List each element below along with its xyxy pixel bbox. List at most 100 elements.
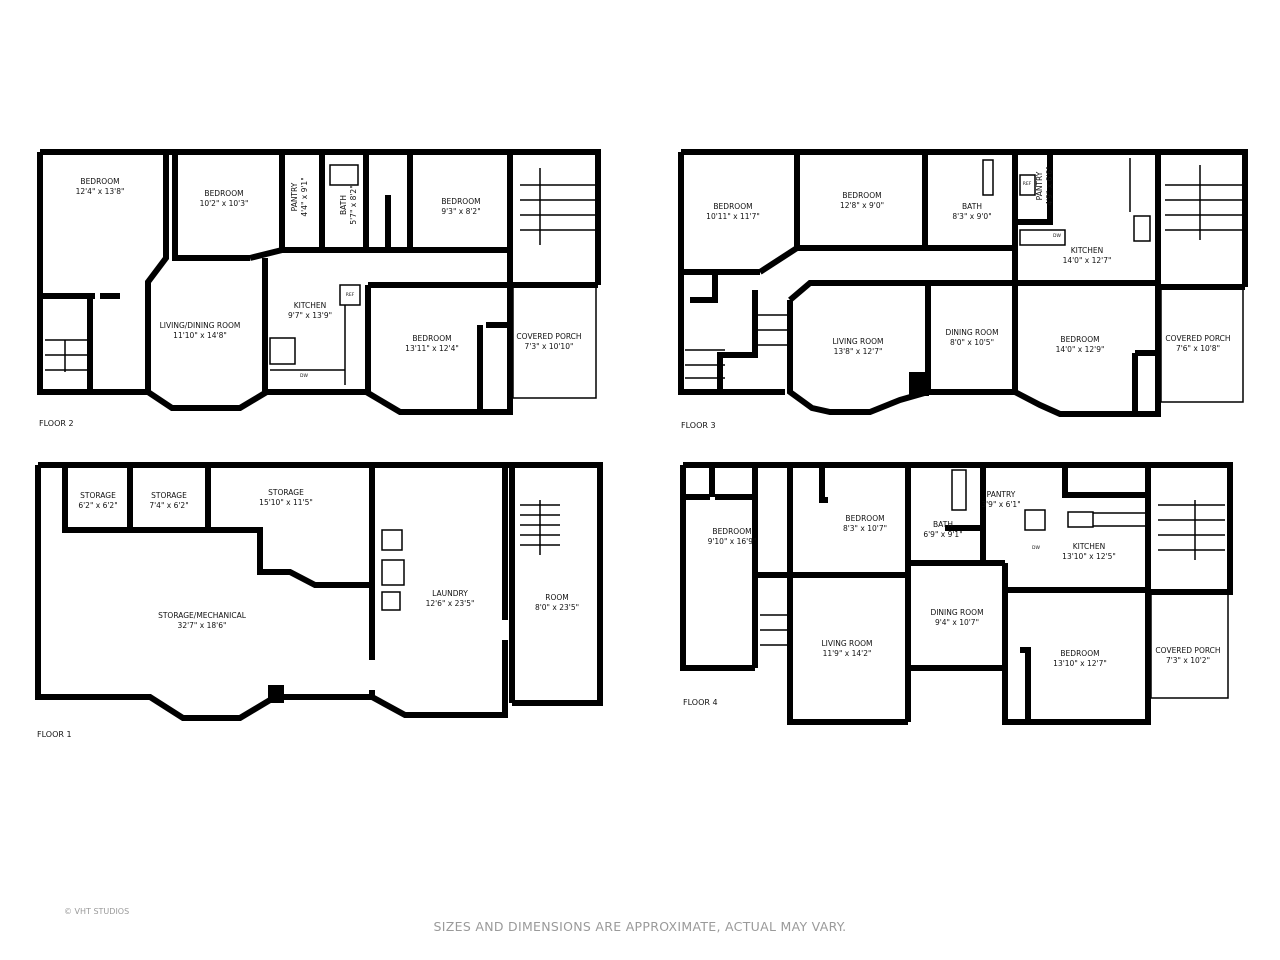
copyright-credit: © VHT STUDIOS [64, 907, 130, 916]
room-name: KITCHEN [1070, 246, 1104, 255]
room-name: BEDROOM [713, 202, 753, 211]
room-dimensions: 13'10" x 12'7" [1053, 659, 1107, 668]
room-name: BATH [339, 195, 348, 215]
room-name: STORAGE/MECHANICAL [158, 611, 246, 620]
dishwasher-label: DW [1053, 234, 1061, 239]
room-dimensions: 9'10" x 16'9" [707, 537, 757, 546]
floor-3-thin [685, 158, 1244, 403]
room-name: COVERED PORCH [516, 332, 582, 341]
room-dimensions: 7'6" x 10'8" [1175, 344, 1221, 353]
room-dimensions: 4'9" x 6'6" [1045, 166, 1054, 206]
room-dimensions: 12'4" x 13'8" [75, 187, 125, 196]
room-name: KITCHEN [1072, 542, 1106, 551]
dishwasher-label: DW [1032, 546, 1040, 551]
room-dimensions: 5'7" x 8'2" [349, 185, 358, 225]
floor-3-label: FLOOR 3 [681, 421, 716, 430]
room-dimensions: 14'0" x 12'7" [1062, 256, 1112, 265]
floor-2-thin [45, 164, 597, 399]
refrigerator-label: REF [1022, 182, 1032, 187]
floor-3-walls [678, 149, 1248, 417]
floor-1-label: FLOOR 1 [37, 730, 72, 739]
room-dimensions: 6'2" x 6'2" [78, 501, 118, 510]
room-dimensions: 8'0" x 10'5" [949, 338, 995, 347]
room-dimensions: 8'0" x 23'5" [534, 603, 580, 612]
room-name: BEDROOM [712, 527, 752, 536]
room-name: BEDROOM [412, 334, 452, 343]
room-name: COVERED PORCH [1155, 646, 1221, 655]
floor-1-walls [35, 462, 603, 721]
room-dimensions: 9'7" x 13'9" [287, 311, 333, 320]
room-dimensions: 7'4" x 6'2" [149, 501, 189, 510]
room-name: BEDROOM [1060, 335, 1100, 344]
room-name: LAUNDRY [432, 589, 468, 598]
room-name: STORAGE [80, 491, 116, 500]
room-name: DINING ROOM [945, 328, 999, 337]
room-name: ROOM [545, 593, 569, 602]
disclaimer-text: SIZES AND DIMENSIONS ARE APPROXIMATE, AC… [433, 919, 847, 934]
room-name: LIVING/DINING ROOM [159, 321, 241, 330]
room-dimensions: 4'4" x 9'1" [300, 177, 309, 217]
room-name: PANTRY [1035, 171, 1044, 201]
room-dimensions: 13'10" x 12'5" [1062, 552, 1116, 561]
room-name: BATH [962, 202, 982, 211]
room-dimensions: 8'3" x 9'0" [952, 212, 992, 221]
room-name: BEDROOM [845, 514, 885, 523]
room-name: BATH [933, 520, 953, 529]
room-dimensions: 10'11" x 11'7" [706, 212, 760, 221]
floor-1-thin [381, 500, 560, 611]
room-dimensions: 3'9" x 6'1" [981, 500, 1021, 509]
room-dimensions: 32'7" x 18'6" [177, 621, 227, 630]
room-name: KITCHEN [293, 301, 327, 310]
room-dimensions: 14'0" x 12'9" [1055, 345, 1105, 354]
room-name: BEDROOM [1060, 649, 1100, 658]
room-dimensions: 7'3" x 10'10" [524, 342, 574, 351]
room-dimensions: 12'8" x 9'0" [839, 201, 885, 210]
floor-4-label: FLOOR 4 [683, 698, 718, 707]
room-name: LIVING ROOM [821, 639, 873, 648]
room-name: LIVING ROOM [832, 337, 884, 346]
room-dimensions: 10'2" x 10'3" [199, 199, 249, 208]
room-name: BEDROOM [842, 191, 882, 200]
room-dimensions: 13'11" x 12'4" [405, 344, 459, 353]
room-dimensions: 12'6" x 23'5" [425, 599, 475, 608]
floor-2-label: FLOOR 2 [39, 419, 74, 428]
room-dimensions: 9'4" x 10'7" [934, 618, 980, 627]
room-name: STORAGE [268, 488, 304, 497]
room-dimensions: 13'8" x 12'7" [833, 347, 883, 356]
room-name: STORAGE [151, 491, 187, 500]
room-name: PANTRY [986, 490, 1016, 499]
room-dimensions: 8'3" x 10'7" [842, 524, 888, 533]
room-name: PANTRY [290, 182, 299, 212]
floor-2-walls [37, 149, 601, 415]
room-dimensions: 15'10" x 11'5" [259, 498, 313, 507]
dishwasher-label: DW [300, 374, 308, 379]
room-dimensions: 6'9" x 9'1" [923, 530, 963, 539]
